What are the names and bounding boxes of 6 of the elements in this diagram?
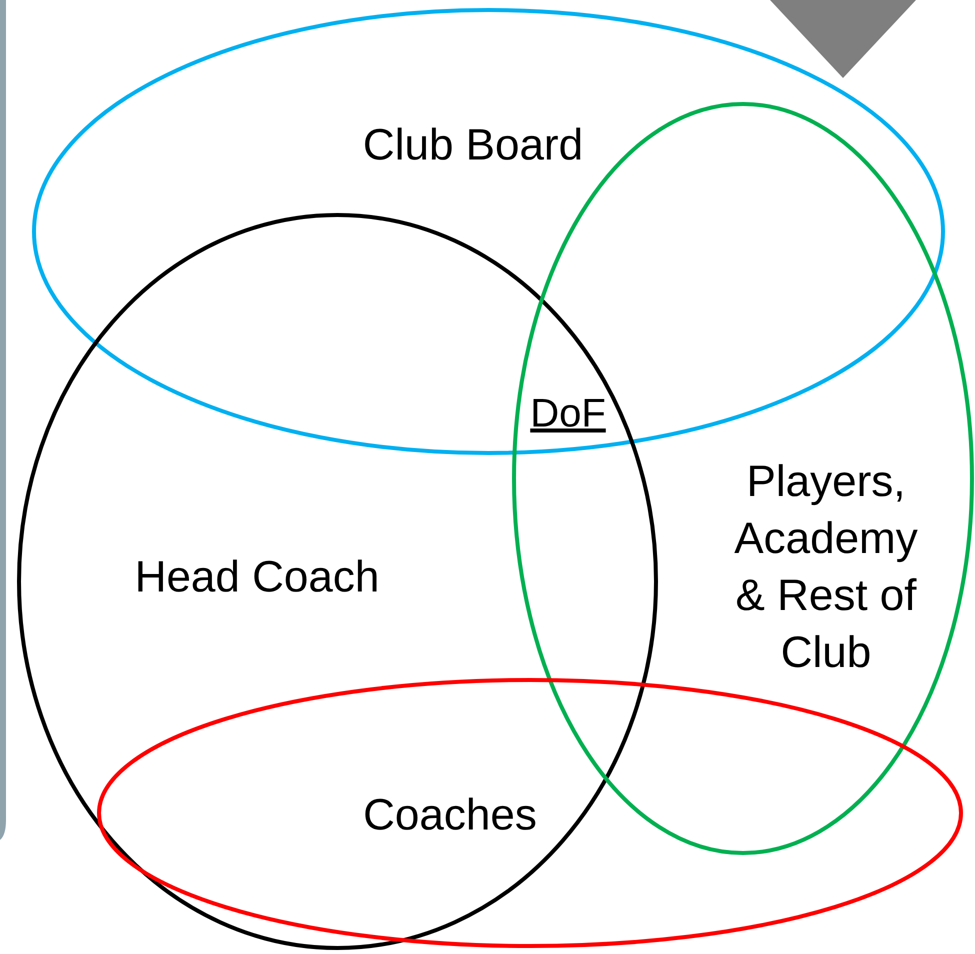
triangle-marker [770,0,916,78]
overlap-label: DoF [530,390,606,438]
set-label: Players, Academy & Rest of Club [733,456,919,679]
set-label: Head Coach [134,552,380,604]
set-label: Club Board [362,120,584,172]
set-label: Coaches [362,790,538,842]
